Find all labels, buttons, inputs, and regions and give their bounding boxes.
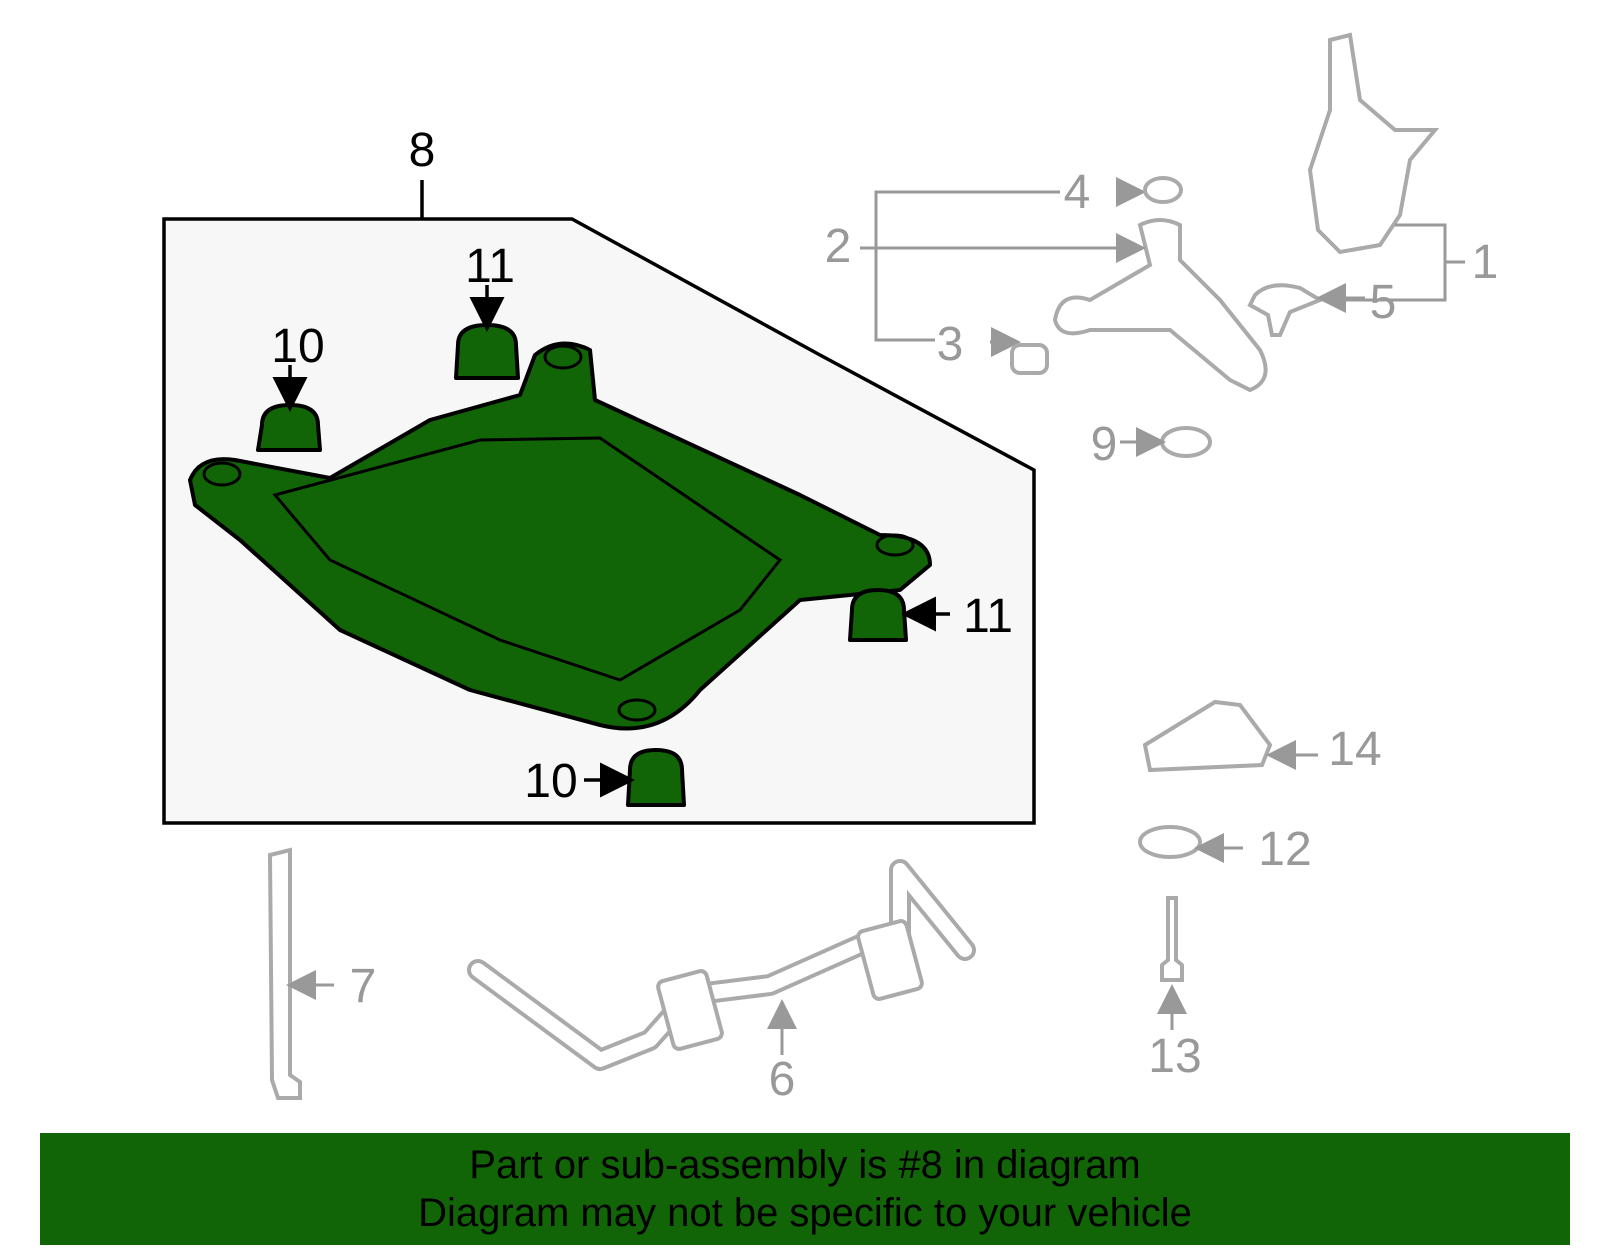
callout-12[interactable]: 12 [1258, 823, 1311, 876]
callout-7[interactable]: 7 [350, 960, 377, 1013]
banner-line-1: Part or sub-assembly is #8 in diagram [469, 1143, 1141, 1187]
banner-line-2: Diagram may not be specific to your vehi… [418, 1191, 1192, 1235]
steering-knuckle-part-1[interactable] [1307, 32, 1440, 255]
callout-3[interactable]: 3 [937, 318, 964, 371]
callout-13[interactable]: 13 [1148, 1030, 1201, 1083]
ball-joint-part-5[interactable] [1247, 283, 1325, 337]
control-arm-part-2[interactable] [1052, 218, 1268, 393]
callout-2[interactable]: 2 [825, 220, 852, 273]
bushing-part-4[interactable] [1143, 176, 1183, 204]
bracket-part-14[interactable] [1142, 699, 1273, 773]
bushing-part-11-right[interactable] [848, 588, 908, 642]
washer-part-12[interactable] [1138, 825, 1202, 859]
bolt-part-13[interactable] [1160, 896, 1184, 982]
callout-9[interactable]: 9 [1091, 418, 1118, 471]
bushing-part-11-top[interactable] [454, 323, 520, 380]
callout-6[interactable]: 6 [769, 1053, 796, 1106]
cap-part-9[interactable] [1160, 426, 1212, 458]
stabilizer-link-part-7[interactable] [267, 847, 302, 1100]
bushing-part-10-bottom[interactable] [626, 748, 686, 807]
callout-11-right[interactable]: 11 [963, 590, 1013, 643]
callout-10-top[interactable]: 10 [271, 320, 324, 373]
callout-8[interactable]: 8 [409, 124, 436, 177]
info-banner: Part or sub-assembly is #8 in diagram Di… [40, 1133, 1570, 1245]
callout-14[interactable]: 14 [1328, 723, 1381, 776]
crossmember-part-8[interactable] [188, 341, 932, 731]
callout-5[interactable]: 5 [1370, 276, 1397, 329]
bushing-part-10-top[interactable] [256, 403, 322, 452]
bushing-part-3[interactable] [1010, 343, 1049, 375]
callout-10-bottom[interactable]: 10 [524, 755, 577, 808]
callout-4[interactable]: 4 [1064, 166, 1091, 219]
callout-1[interactable]: 1 [1472, 236, 1499, 289]
callout-11-top[interactable]: 11 [465, 240, 515, 293]
